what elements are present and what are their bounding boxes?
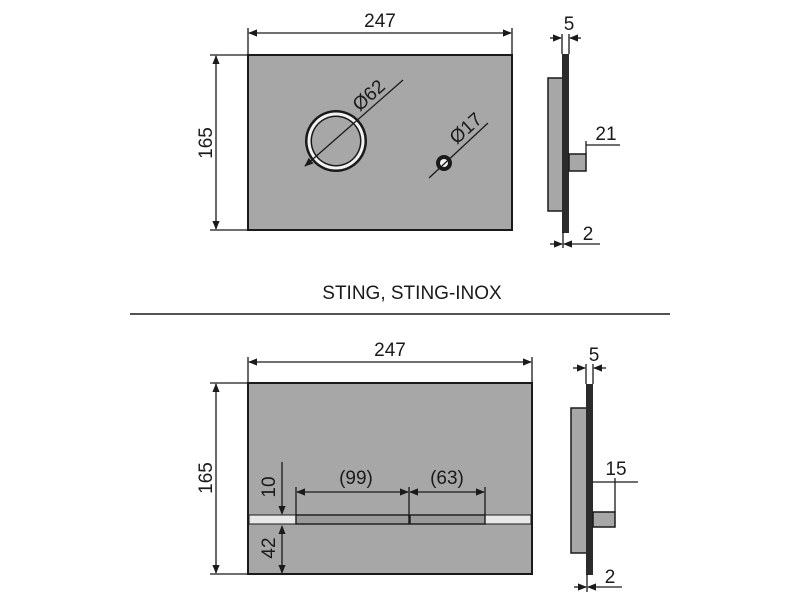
strip-offset-label: 42: [259, 537, 280, 558]
top-side-view: 5 21 2: [547, 14, 620, 248]
bottom-side-view: 5 15 2: [570, 345, 638, 592]
strip-height-label: 10: [259, 476, 280, 497]
large-button-diameter-leader: [304, 79, 404, 167]
button-right-label: (63): [430, 468, 464, 489]
top-side-actuator: [568, 153, 587, 172]
bottom-side-gap-label: 2: [605, 567, 616, 588]
bottom-side-thickness-label: 5: [589, 345, 600, 366]
top-height-label: 165: [196, 127, 217, 159]
button-left-label: (99): [339, 468, 373, 489]
bottom-side-plate: [586, 384, 593, 575]
top-side-depth-label: 21: [595, 124, 616, 145]
top-side-gap-label: 2: [583, 224, 594, 245]
top-front-view: 247 165 Ø62 Ø17: [196, 11, 513, 231]
top-side-plate: [562, 54, 569, 233]
bottom-button-left: [295, 514, 410, 525]
bottom-side-depth-label: 15: [605, 459, 626, 480]
bottom-plate: [247, 382, 533, 575]
top-side-body: [547, 77, 564, 212]
model-caption: STING, STING-INOX: [322, 283, 502, 304]
top-side-thickness-label: 5: [564, 14, 575, 35]
bottom-button-right: [409, 514, 486, 525]
top-width-label: 247: [364, 11, 396, 32]
bottom-front-view: 247 165 10 42 (99) (63): [196, 340, 533, 575]
bottom-side-body: [570, 407, 588, 554]
small-button-diameter-leader: [428, 122, 489, 179]
bottom-side-actuator: [592, 511, 616, 528]
bottom-width-label: 247: [374, 340, 406, 361]
bottom-height-label: 165: [196, 462, 217, 494]
